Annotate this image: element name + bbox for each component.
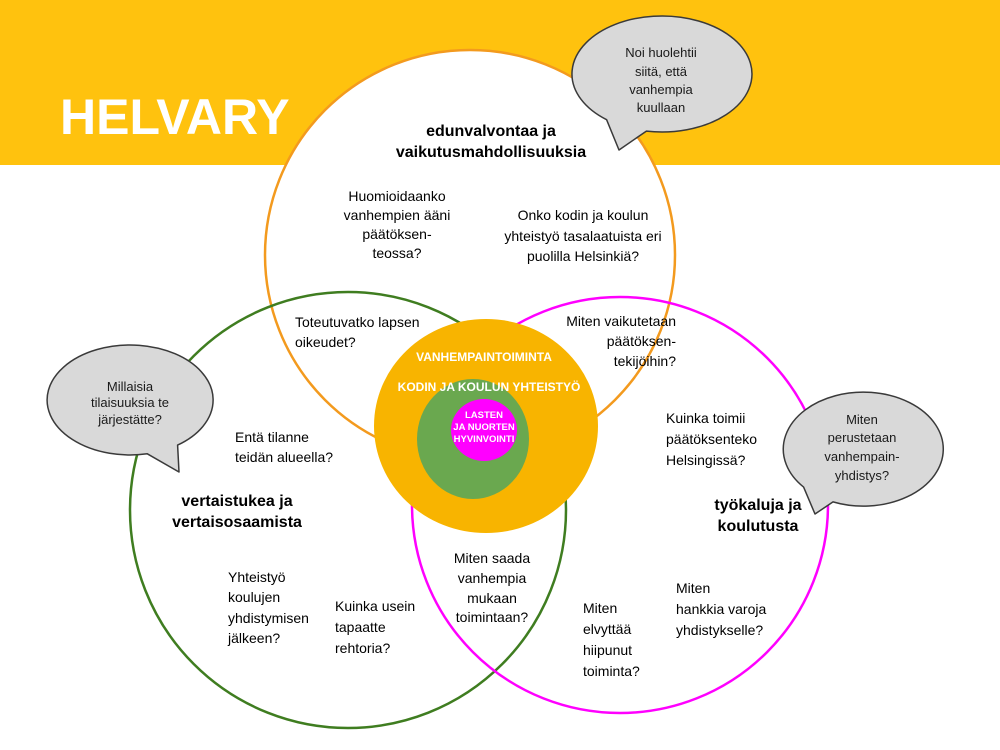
question-line: Onko kodin ja koulun <box>518 207 649 223</box>
question-line: teidän alueella? <box>235 449 333 465</box>
label-line: vertaistukea ja <box>181 493 292 510</box>
question-vaikutetaan: Miten vaikutetaan päätöksen- tekijöihin? <box>566 313 676 369</box>
center-rings: VANHEMPAINTOIMINTA KODIN JA KOULUN YHTEI… <box>374 319 598 533</box>
question-line: vanhempia <box>458 570 527 586</box>
label-line: vaikutusmahdollisuuksia <box>396 144 586 161</box>
question-line: Kuinka toimii <box>666 410 745 426</box>
circle-peer-support <box>128 290 568 730</box>
question-line: Toteutuvatko lapsen <box>295 314 420 330</box>
label-advocacy: edunvalvontaa ja vaikutusmahdollisuuksia <box>396 123 586 161</box>
bubble-line: järjestätte? <box>97 412 162 427</box>
question-line: päätöksenteko <box>666 431 757 447</box>
label-line: vertaisosaamista <box>172 514 302 531</box>
question-rehtoria: Kuinka usein tapaatte rehtoria? <box>335 598 415 656</box>
question-line: mukaan <box>467 590 517 606</box>
core-label-line: JA NUORTEN <box>453 422 515 433</box>
bubble-line: Noi huolehtii <box>625 45 697 60</box>
question-line: tekijöihin? <box>614 353 676 369</box>
outer-ring-label: VANHEMPAINTOIMINTA <box>416 350 552 364</box>
label-line: edunvalvontaa ja <box>426 123 556 140</box>
question-line: hankkia varoja <box>676 601 766 617</box>
question-line: Kuinka usein <box>335 598 415 614</box>
speech-bubble-right: Miten perustetaan vanhempain- yhdistys? <box>782 391 945 515</box>
bubble-line: kuullaan <box>637 100 685 115</box>
question-line: Miten saada <box>454 550 530 566</box>
core-label-line: LASTEN <box>465 410 503 421</box>
question-line: rehtoria? <box>335 640 390 656</box>
question-huomioidaanko: Huomioidaanko vanhempien ääni päätöksen-… <box>344 188 451 261</box>
question-varoja: Miten hankkia varoja yhdistykselle? <box>676 580 766 638</box>
question-alueella: Entä tilanne teidän alueella? <box>235 429 333 465</box>
page-title: HELVARY <box>60 89 290 145</box>
question-line: teossa? <box>372 245 421 261</box>
speech-bubble-shape <box>782 391 945 515</box>
bubble-line: vanhempia <box>629 82 693 97</box>
question-elvyttaa: Miten elvyttää hiipunut toiminta? <box>583 600 640 679</box>
label-line: koulutusta <box>718 518 799 535</box>
question-line: Helsingissä? <box>666 452 746 468</box>
bubble-line: Miten <box>846 412 878 427</box>
label-line: työkaluja ja <box>714 497 801 514</box>
question-lapsen-oikeudet: Toteutuvatko lapsen oikeudet? <box>295 314 420 350</box>
question-paatoksenteko: Kuinka toimii päätöksenteko Helsingissä? <box>666 410 757 468</box>
question-line: Huomioidaanko <box>348 188 445 204</box>
speech-bubble-top-right: Noi huolehtii siitä, että vanhempia kuul… <box>571 15 753 151</box>
question-line: hiipunut <box>583 642 632 658</box>
question-line: yhdistymisen <box>228 610 309 626</box>
question-line: toiminta? <box>583 663 640 679</box>
core-label-line: HYVINVOINTI <box>454 434 515 445</box>
question-line: oikeudet? <box>295 334 356 350</box>
bubble-line: perustetaan <box>828 430 897 445</box>
speech-bubble-shape <box>571 15 753 151</box>
question-line: Miten <box>676 580 710 596</box>
speech-bubble-left: Millaisia tilaisuuksia te järjestätte? <box>46 344 214 473</box>
question-tasalaatuista: Onko kodin ja koulun yhteistyö tasalaatu… <box>504 207 661 264</box>
label-tools-training: työkaluja ja koulutusta <box>714 497 801 535</box>
bubble-line: Millaisia <box>107 379 154 394</box>
bubble-line: vanhempain- <box>824 449 899 464</box>
middle-ring-label: KODIN JA KOULUN YHTEISTYÖ <box>398 379 581 394</box>
label-peer-support: vertaistukea ja vertaisosaamista <box>172 493 302 531</box>
question-line: tapaatte <box>335 619 386 635</box>
question-line: koulujen <box>228 589 280 605</box>
question-line: Miten <box>583 600 617 616</box>
question-line: toimintaan? <box>456 609 529 625</box>
question-line: elvyttää <box>583 621 631 637</box>
question-line: jälkeen? <box>227 630 280 646</box>
question-line: Miten vaikutetaan <box>566 313 676 329</box>
question-line: vanhempien ääni <box>344 207 451 223</box>
core-disk <box>451 399 517 461</box>
bubble-line: yhdistys? <box>835 468 889 483</box>
question-line: yhdistykselle? <box>676 622 763 638</box>
question-line: yhteistyö tasalaatuista eri <box>504 228 661 244</box>
question-line: päätöksen- <box>607 333 677 349</box>
question-line: Yhteistyö <box>228 569 286 585</box>
question-mukaan: Miten saada vanhempia mukaan toimintaan? <box>454 550 530 625</box>
question-line: puolilla Helsinkiä? <box>527 248 639 264</box>
question-yhdistyminen: Yhteistyö koulujen yhdistymisen jälkeen? <box>227 569 309 646</box>
speech-bubble-shape <box>46 344 214 473</box>
bubble-line: siitä, että <box>635 64 688 79</box>
question-line: Entä tilanne <box>235 429 309 445</box>
bubble-line: tilaisuuksia te <box>91 395 169 410</box>
question-line: päätöksen- <box>362 226 432 242</box>
